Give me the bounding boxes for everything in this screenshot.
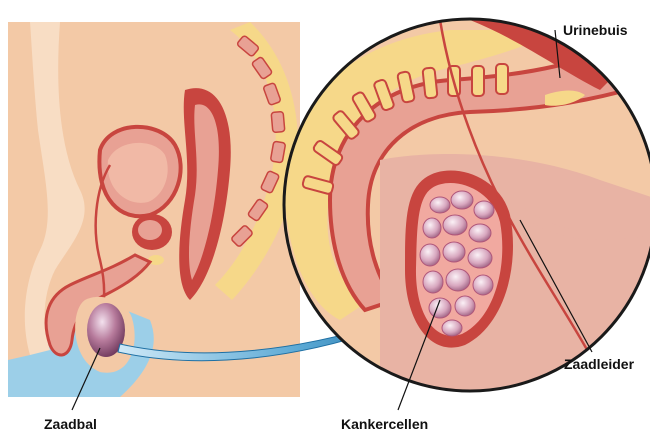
cancer-cell [455, 296, 475, 316]
cancer-cell [473, 275, 493, 295]
label-zaadleider: Zaadleider [564, 356, 634, 372]
cancer-cell [443, 215, 467, 235]
cancer-cell [423, 218, 441, 238]
cancer-cell [442, 320, 462, 336]
cancer-cell [430, 197, 450, 213]
label-zaadbal: Zaadbal [44, 416, 97, 432]
label-urinebuis: Urinebuis [563, 22, 628, 38]
prostate-inner [138, 220, 162, 240]
cancer-cell [474, 201, 494, 219]
cancer-cell [469, 224, 491, 242]
label-kankercellen: Kankercellen [341, 416, 428, 432]
cancer-cell [446, 269, 470, 291]
cancer-cell [443, 242, 465, 262]
cancer-cell [423, 271, 443, 293]
cancer-cell [420, 244, 440, 266]
cancer-cell [451, 191, 473, 209]
cancer-cell [468, 248, 492, 268]
